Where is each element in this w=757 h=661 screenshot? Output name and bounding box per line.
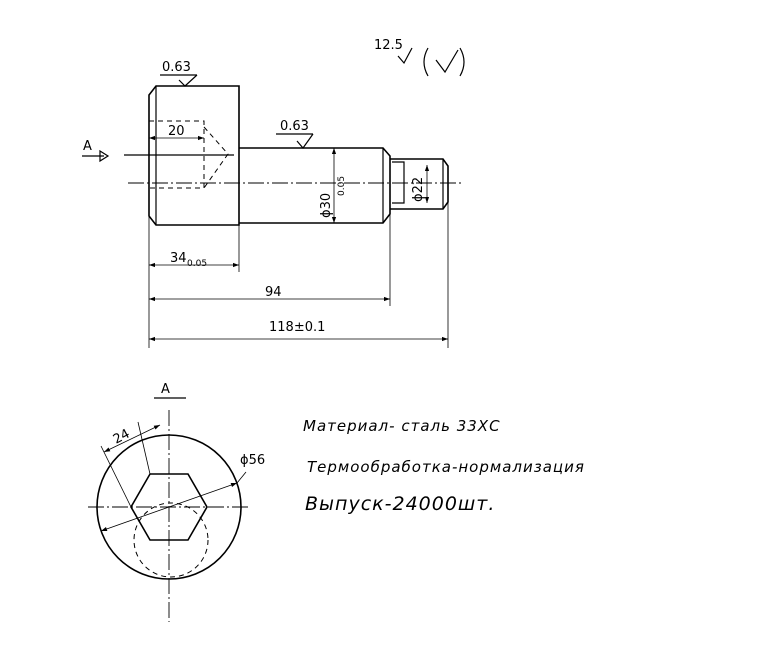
hex-ext-line-2 bbox=[100, 445, 132, 508]
dim-hex-size: 24 bbox=[111, 427, 133, 448]
dim-neck-diameter: ϕ22 bbox=[411, 177, 426, 202]
bracket-close-icon bbox=[459, 47, 465, 77]
dim-94: 94 bbox=[265, 285, 282, 300]
view-a: A 24 ϕ56 bbox=[88, 382, 265, 622]
dim-head-diameter: ϕ56 bbox=[240, 453, 265, 468]
head-roughness-icon bbox=[178, 74, 198, 87]
roughness-check-bracket-icon bbox=[435, 49, 459, 74]
shaft-outline bbox=[239, 147, 391, 224]
dim-head-length-tol: 0.05 bbox=[187, 259, 207, 269]
dim-line-head-diameter bbox=[100, 482, 238, 532]
socket-cone-hidden bbox=[203, 126, 229, 189]
view-arrow-label: A bbox=[83, 139, 92, 154]
view-arrow-icon bbox=[99, 149, 110, 163]
neck-outline bbox=[390, 158, 449, 210]
dim-leader-head-diameter bbox=[236, 471, 247, 484]
roughness-check-icon bbox=[397, 47, 413, 65]
notes: Материал- сталь 33ХС Термообработка-норм… bbox=[303, 417, 585, 515]
note-heat-treatment: Термообработка-нормализация bbox=[307, 458, 585, 476]
hex-ext-line-1 bbox=[137, 421, 151, 475]
dim-overall-length: 118±0.1 bbox=[269, 320, 325, 335]
dim-shaft-diameter: ϕ30 bbox=[319, 193, 334, 218]
bracket-open-icon bbox=[423, 47, 429, 77]
dim-shaft-diameter-tol: 0.05 bbox=[337, 176, 347, 196]
general-roughness: 12.5 bbox=[374, 38, 465, 77]
note-material: Материал- сталь 33ХС bbox=[303, 417, 501, 435]
shaft-roughness-icon bbox=[296, 133, 314, 149]
head-circle bbox=[96, 434, 242, 580]
view-a-label: A bbox=[161, 382, 170, 397]
socket-hidden bbox=[149, 120, 205, 189]
neck-groove bbox=[392, 161, 405, 204]
dim-head-length: 34 bbox=[170, 251, 187, 266]
dim-line-hex bbox=[103, 424, 161, 453]
general-roughness-value: 12.5 bbox=[374, 38, 403, 53]
note-output: Выпуск-24000шт. bbox=[305, 493, 495, 515]
head-roughness-value: 0.63 bbox=[162, 60, 191, 75]
main-view: A 0.63 0.63 20 ϕ30 0.0 bbox=[82, 60, 463, 348]
dim-hole-depth: 20 bbox=[168, 124, 185, 139]
shaft-roughness-value: 0.63 bbox=[280, 119, 309, 134]
